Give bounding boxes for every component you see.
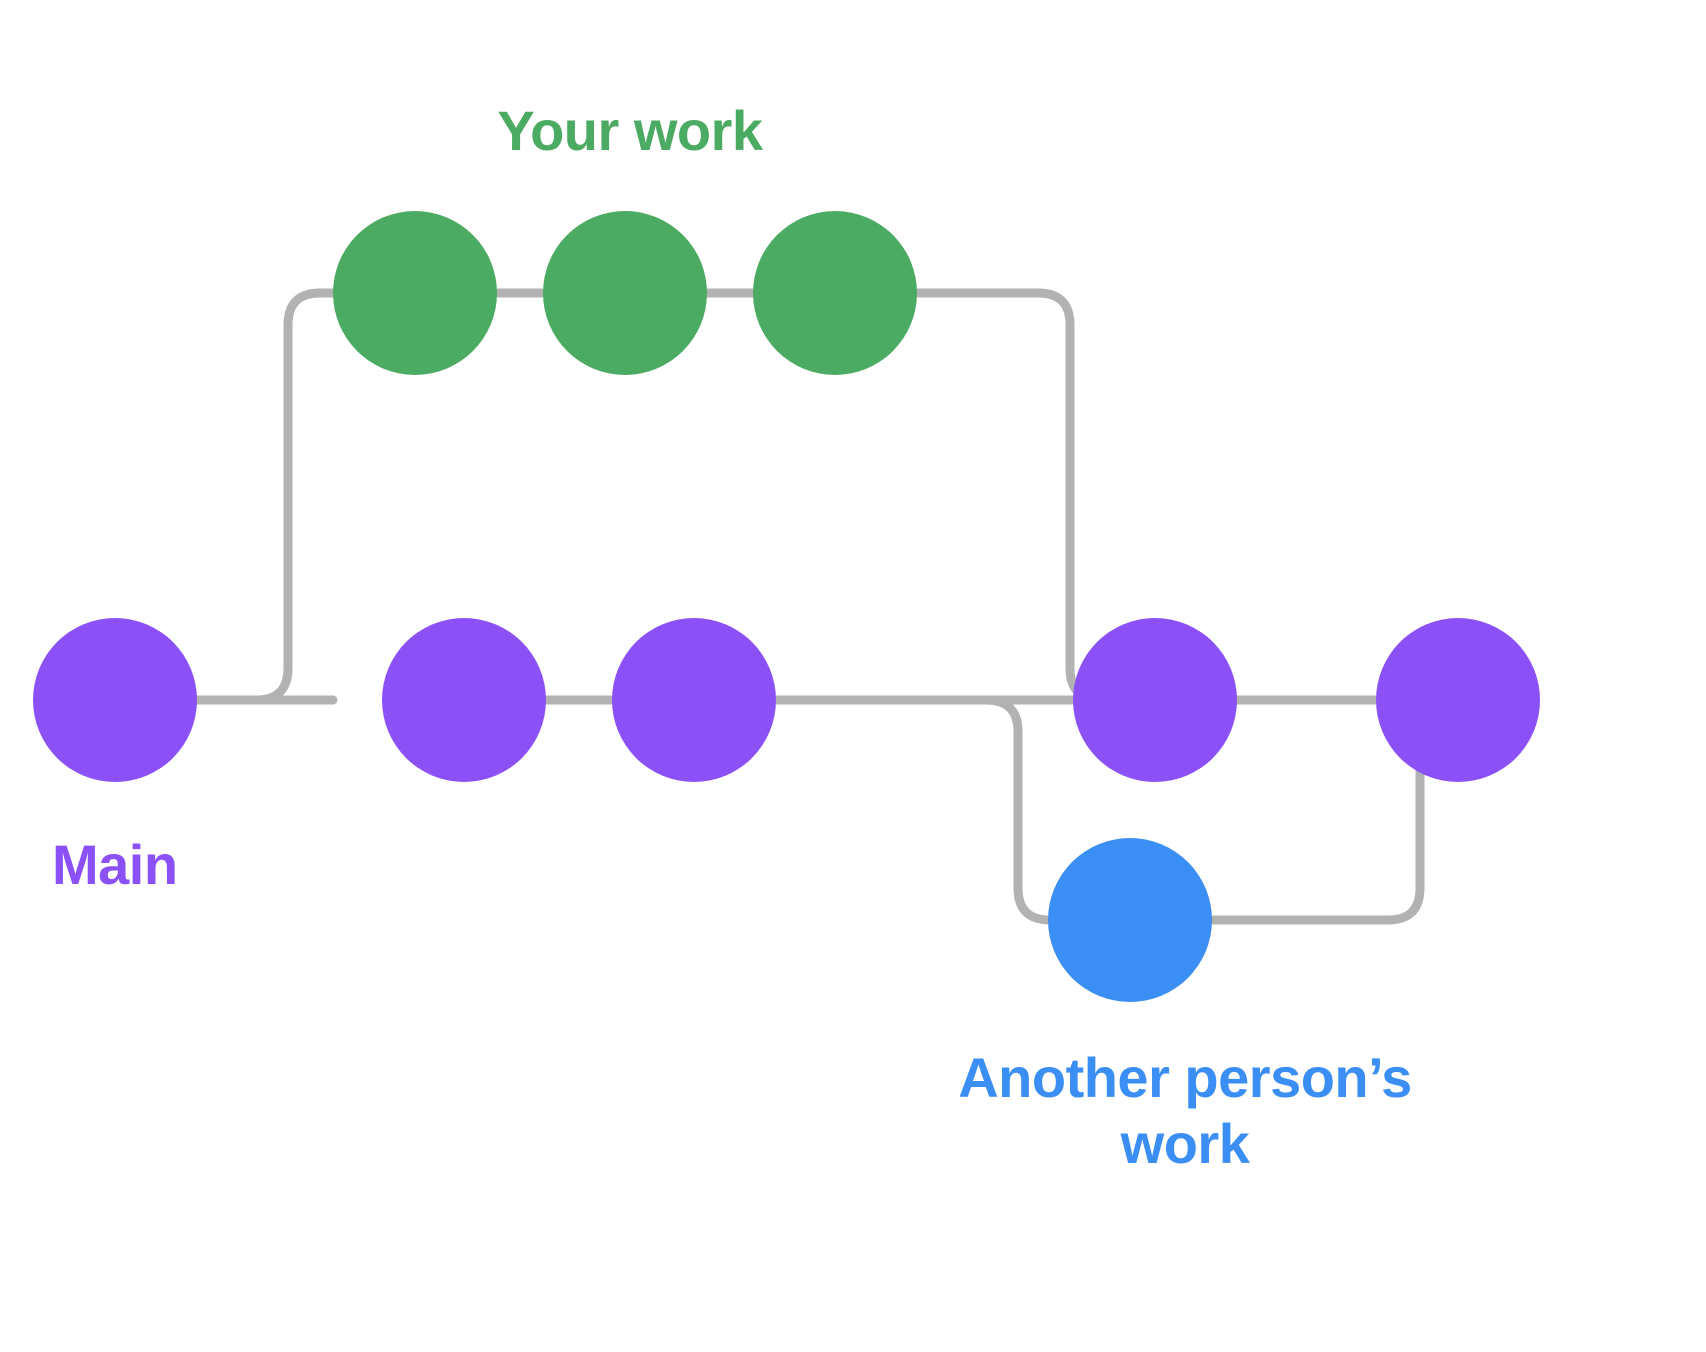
commit-node-main-2[interactable] bbox=[382, 618, 546, 782]
commit-node-your-work-3[interactable] bbox=[753, 211, 917, 375]
branch-label-main: Main bbox=[52, 833, 178, 896]
commit-node-another-person-work-1[interactable] bbox=[1048, 838, 1212, 1002]
commit-node-main-5[interactable] bbox=[1376, 618, 1540, 782]
branch-label-your-work: Your work bbox=[497, 99, 763, 162]
commit-node-main-1[interactable] bbox=[33, 618, 197, 782]
commit-node-your-work-2[interactable] bbox=[543, 211, 707, 375]
commit-node-your-work-1[interactable] bbox=[333, 211, 497, 375]
connector-branch-out-to-other-work bbox=[981, 695, 1055, 925]
connector-merge-your-work-to-main bbox=[912, 288, 1107, 705]
connector-branch-out-to-your-work bbox=[251, 288, 338, 705]
branch-label-another-person-work-line-1: Another person’s bbox=[958, 1046, 1412, 1109]
commit-node-main-4[interactable] bbox=[1073, 618, 1237, 782]
commit-node-main-3[interactable] bbox=[612, 618, 776, 782]
branch-label-another-person-work-line-2: work bbox=[1120, 1112, 1250, 1176]
